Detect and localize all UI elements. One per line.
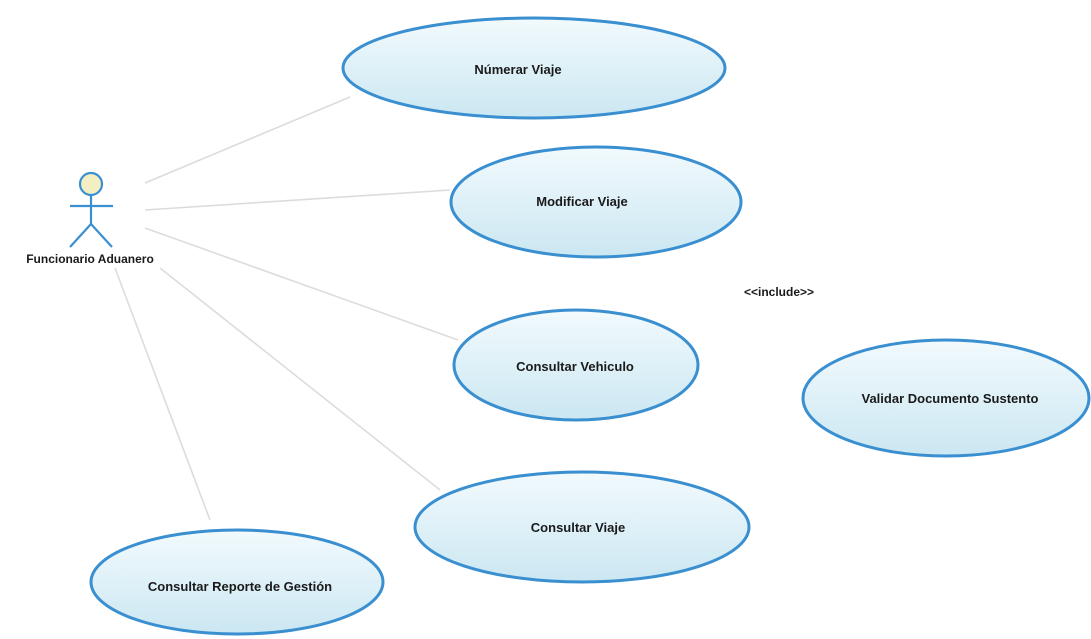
use-case-modificar-viaje[interactable]: Modificar Viaje [449, 145, 743, 259]
associations [114, 96, 459, 521]
use-case-label: Consultar Viaje [531, 520, 625, 535]
use-case-ellipse [801, 338, 1091, 458]
use-case-label: Modificar Viaje [536, 194, 628, 209]
actor-icon [69, 171, 113, 248]
use-case-label: Consultar Vehiculo [516, 359, 634, 374]
use-case-ellipse [89, 528, 385, 636]
use-case-consultar-vehiculo[interactable]: Consultar Vehiculo [452, 308, 700, 422]
association-consultar-vehiculo [144, 227, 459, 341]
actor-funcionario-aduanero[interactable]: Funcionario Aduanero [26, 171, 154, 266]
use-case-label: Consultar Reporte de Gestión [148, 579, 332, 594]
actor-label: Funcionario Aduanero [26, 252, 154, 266]
use-case-consultar-reporte-de-gestion[interactable]: Consultar Reporte de Gestión [89, 528, 385, 636]
use-case-label: Validar Documento Sustento [862, 391, 1039, 406]
use-case-numerar-viaje[interactable]: Númerar Viaje [341, 16, 727, 120]
use-case-ellipse [452, 308, 700, 422]
association-consultar-reporte [114, 267, 211, 521]
use-case-validar-documento-sustento[interactable]: Validar Documento Sustento [801, 338, 1091, 458]
use-case-label: Númerar Viaje [474, 62, 561, 77]
use-case-consultar-viaje[interactable]: Consultar Viaje [413, 470, 751, 584]
use-case-ellipse [341, 16, 727, 120]
use-case-ellipse [449, 145, 743, 259]
use-case-ellipse [413, 470, 751, 584]
association-modificar-viaje [144, 189, 451, 211]
association-consultar-viaje [159, 267, 441, 491]
include-stereotype-label: <<include>> [744, 285, 814, 299]
association-numerar-viaje [144, 96, 351, 184]
